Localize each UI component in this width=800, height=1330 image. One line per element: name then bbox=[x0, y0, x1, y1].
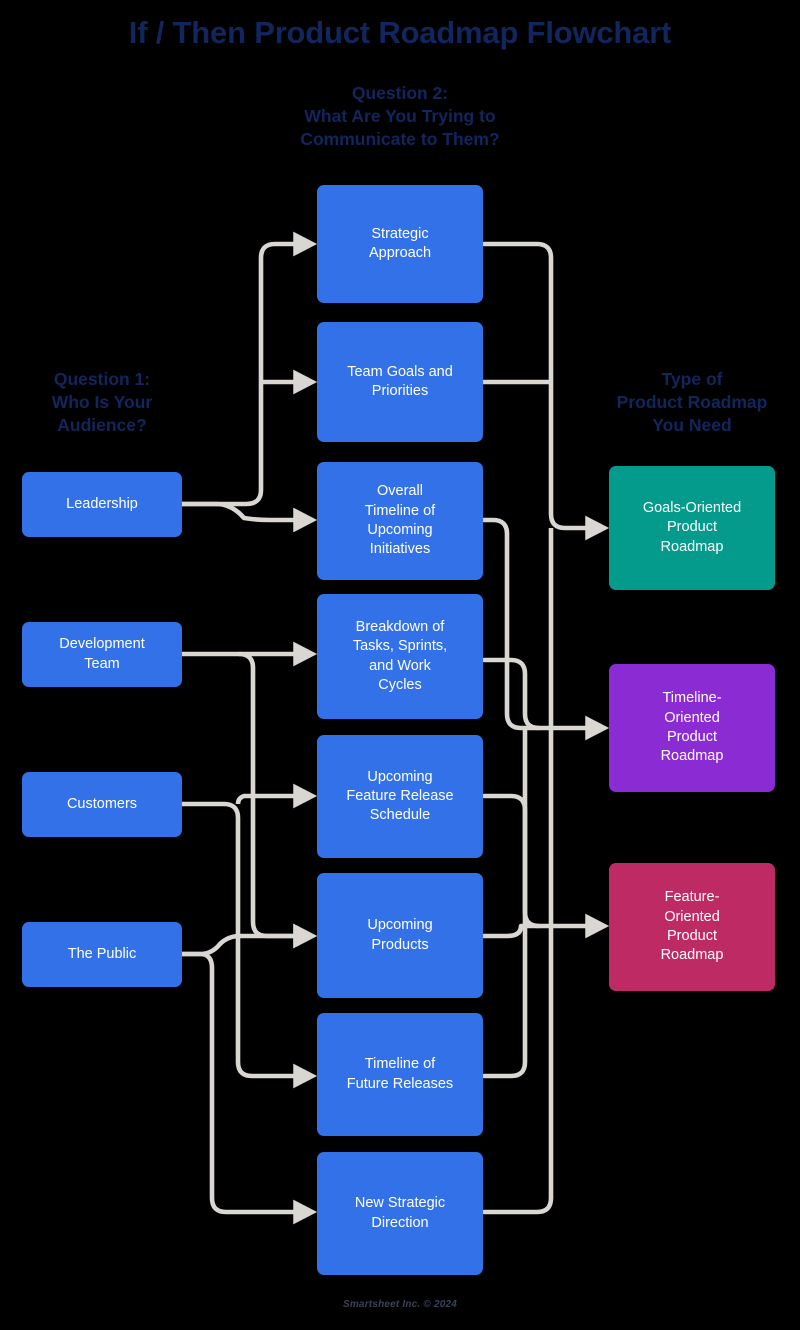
node-team-goals-and-priorities[interactable]: Team Goals and Priorities bbox=[317, 322, 483, 442]
node-new-strategic-direction[interactable]: New Strategic Direction bbox=[317, 1152, 483, 1275]
edge-future-releases-timeline-roadmap bbox=[483, 728, 528, 1079]
node-development-team[interactable]: Development Team bbox=[22, 622, 182, 687]
node-upcoming-feature-release-schedule[interactable]: Upcoming Feature Release Schedule bbox=[317, 735, 483, 858]
edge-public-upcoming-products bbox=[182, 923, 318, 957]
node-timeline-of-future-releases[interactable]: Timeline of Future Releases bbox=[317, 1013, 483, 1136]
edge-customers-feature-release bbox=[235, 783, 318, 809]
node-upcoming-products[interactable]: Upcoming Products bbox=[317, 873, 483, 998]
edge-leadership-overall-timeline bbox=[182, 501, 318, 533]
edge-feature-release-feature-roadmap bbox=[483, 793, 610, 939]
edge-breakdown-timeline-roadmap bbox=[483, 657, 540, 731]
node-breakdown-of-tasks-sprints-and-work-cycles[interactable]: Breakdown of Tasks, Sprints, and Work Cy… bbox=[317, 594, 483, 719]
node-goals-oriented-product-roadmap[interactable]: Goals-Oriented Product Roadmap bbox=[609, 466, 775, 590]
node-strategic-approach[interactable]: Strategic Approach bbox=[317, 185, 483, 303]
column-heading-roadmap-type: Type of Product Roadmap You Need bbox=[616, 369, 768, 436]
node-the-public[interactable]: The Public bbox=[22, 922, 182, 987]
edge-dev-team-upcoming-products bbox=[238, 651, 318, 949]
edge-public-new-direction bbox=[182, 951, 318, 1225]
edge-customers-future-releases bbox=[182, 801, 318, 1089]
edge-upcoming-products-feature-roadmap bbox=[483, 923, 539, 939]
edge-strategic-approach-goals-roadmap bbox=[483, 241, 610, 541]
node-leadership[interactable]: Leadership bbox=[22, 472, 182, 537]
edge-overall-timeline-timeline-roadmap bbox=[483, 517, 610, 741]
node-timeline-oriented-product-roadmap[interactable]: Timeline- Oriented Product Roadmap bbox=[609, 664, 775, 792]
column-heading-question-2: Question 2: What Are You Trying to Commu… bbox=[300, 83, 500, 150]
node-customers[interactable]: Customers bbox=[22, 772, 182, 837]
copyright-footer: Smartsheet Inc. © 2024 bbox=[342, 1299, 458, 1310]
node-feature-oriented-product-roadmap[interactable]: Feature- Oriented Product Roadmap bbox=[609, 863, 775, 991]
node-overall-timeline-of-upcoming-initiatives[interactable]: Overall Timeline of Upcoming Initiatives bbox=[317, 462, 483, 580]
edge-new-direction-goals-roadmap bbox=[483, 528, 554, 1215]
page-title: If / Then Product Roadmap Flowchart bbox=[128, 15, 672, 50]
column-heading-question-1: Question 1: Who Is Your Audience? bbox=[51, 369, 153, 436]
